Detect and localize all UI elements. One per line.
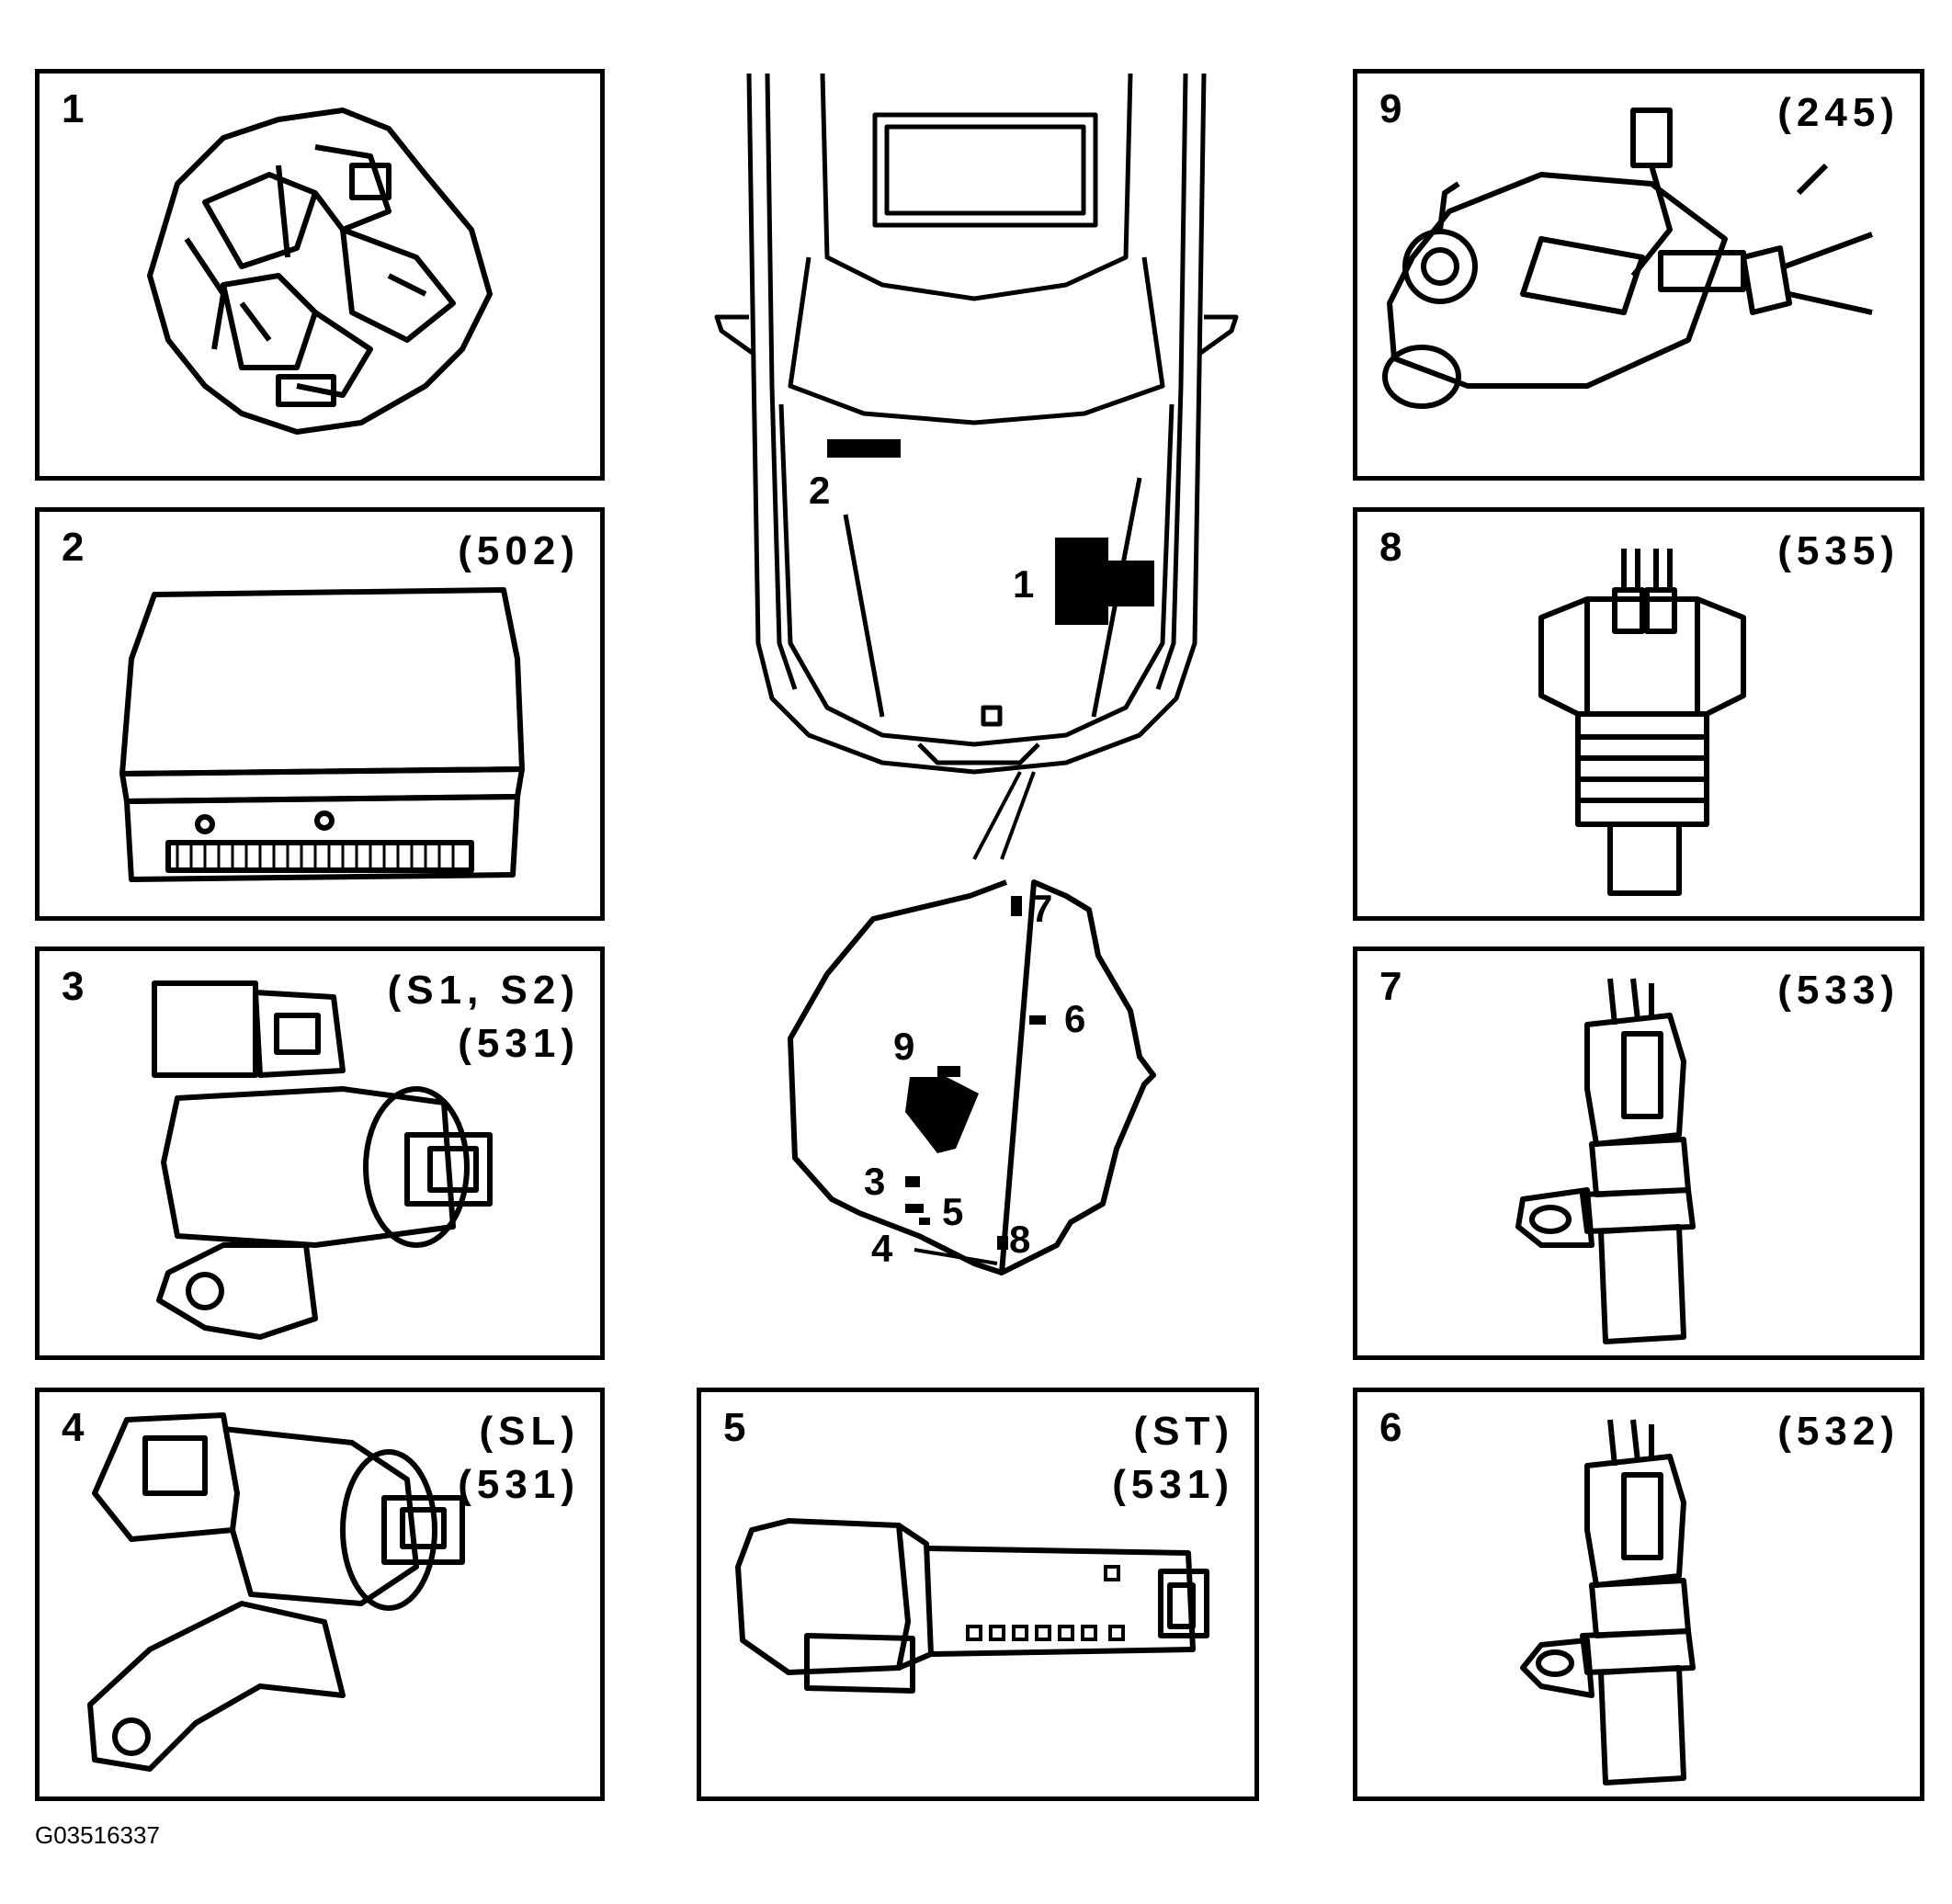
panel-5: 5 (ST) (531)	[697, 1388, 1259, 1801]
transmission-lines	[914, 1248, 998, 1265]
range-switch-arrow	[905, 1066, 979, 1153]
panel-8: 8 (535)	[1353, 507, 1924, 921]
panel-number: 3	[62, 964, 85, 1009]
callout-8: 8	[1009, 1218, 1031, 1261]
shift-solenoid-illustration	[152, 980, 493, 1340]
panel-code-secondary: (531)	[458, 1462, 580, 1507]
panel-code-secondary: (531)	[1112, 1462, 1234, 1507]
panel-code: (ST)	[1133, 1409, 1234, 1454]
panel-code: (SL)	[479, 1409, 580, 1454]
transmission-marker	[1055, 538, 1108, 625]
range-switch-illustration	[1382, 108, 1874, 409]
callout-3: 3	[864, 1160, 886, 1203]
leader-lines	[972, 771, 1036, 860]
transmission-component-markers	[905, 896, 1046, 1250]
transmission-outline	[788, 879, 1156, 1275]
panel-code-secondary: (531)	[458, 1021, 580, 1066]
panel-code: (533)	[1777, 968, 1900, 1013]
callout-2: 2	[809, 469, 831, 512]
callout-5: 5	[942, 1190, 964, 1233]
panel-3: 3 (S1, S2) (531)	[35, 946, 605, 1360]
panel-9: 9 (245)	[1353, 69, 1924, 481]
panel-number: 7	[1379, 964, 1402, 1009]
lockup-solenoid-illustration	[87, 1412, 465, 1772]
car-outline	[714, 73, 1239, 775]
figure-id: G03516337	[35, 1821, 160, 1849]
callout-9: 9	[893, 1025, 915, 1068]
panel-code: (535)	[1777, 528, 1900, 573]
control-module-marker	[827, 439, 901, 458]
panel-4: 4 (SL) (531)	[35, 1388, 605, 1801]
car-components	[827, 439, 1154, 625]
callout-4: 4	[871, 1227, 893, 1270]
panel-number: 9	[1379, 86, 1402, 131]
panel-7: 7 (533)	[1353, 946, 1924, 1360]
transmission-illustration	[147, 108, 493, 435]
panel-number: 8	[1379, 525, 1402, 570]
panel-1: 1	[35, 69, 605, 481]
speed-sensor-illustration	[1520, 1419, 1696, 1785]
callout-1: 1	[1013, 562, 1035, 606]
speed-sensor-illustration	[1515, 978, 1696, 1344]
panel-code: (S1, S2)	[387, 968, 580, 1013]
callout-7: 7	[1031, 887, 1053, 930]
panel-code: (245)	[1777, 90, 1900, 135]
timing-solenoid-illustration	[735, 1518, 1209, 1694]
control-module-illustration	[119, 587, 525, 882]
panel-number: 4	[62, 1405, 85, 1450]
panel-6: 6 (532)	[1353, 1388, 1924, 1801]
panel-number: 2	[62, 525, 85, 570]
panel-number: 1	[62, 86, 85, 131]
panel-number: 5	[723, 1405, 746, 1450]
panel-code: (532)	[1777, 1409, 1900, 1454]
panel-code: (502)	[458, 528, 580, 573]
callout-6: 6	[1064, 997, 1086, 1040]
panel-2: 2 (502)	[35, 507, 605, 921]
panel-number: 6	[1379, 1405, 1402, 1450]
temperature-sensor-illustration	[1538, 549, 1746, 896]
